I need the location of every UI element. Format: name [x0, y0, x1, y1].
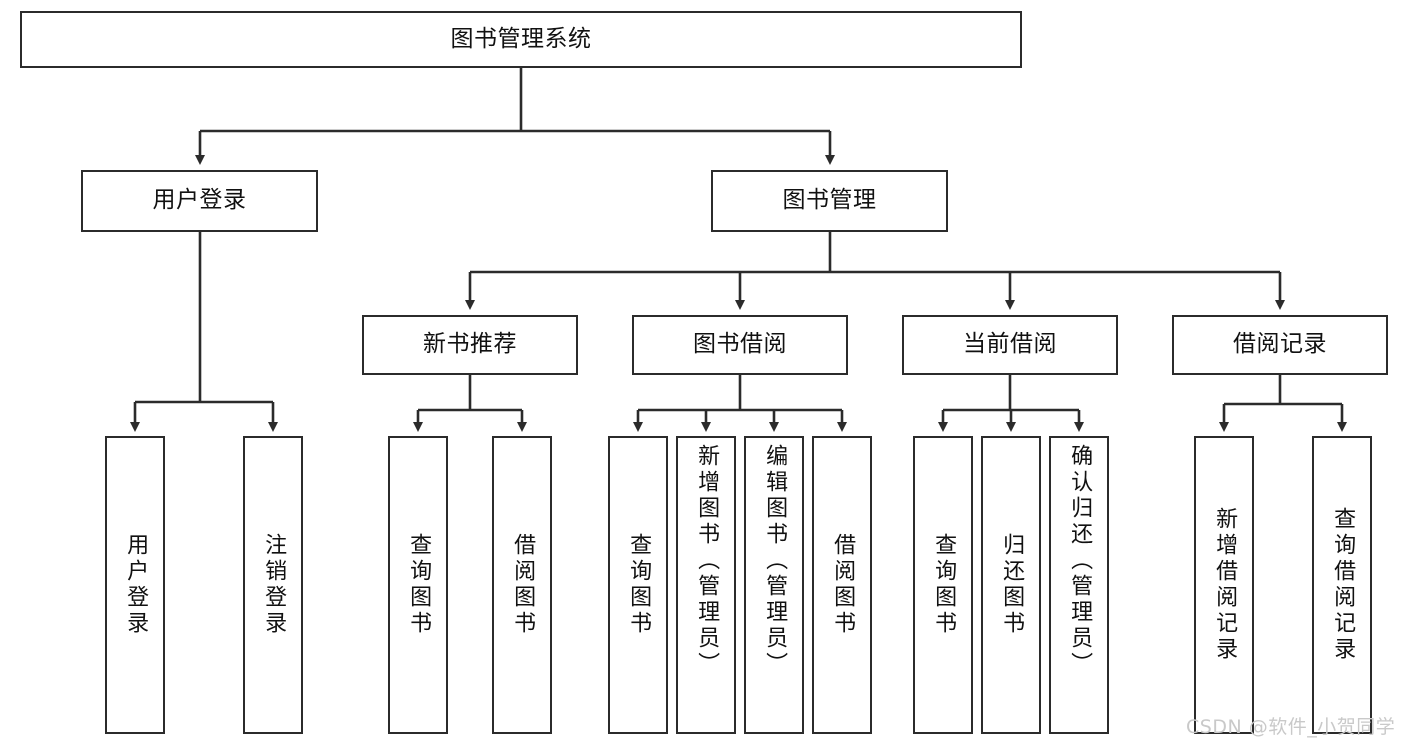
node-label: 编辑图书（管理员）	[762, 444, 788, 678]
node-leaf-logout-login[interactable]: 注销登录	[243, 436, 303, 734]
node-leaf-user-login[interactable]: 用户登录	[105, 436, 165, 734]
node-label: 归还图书	[999, 533, 1025, 637]
node-leaf-add-book[interactable]: 新增图书（管理员）	[676, 436, 736, 734]
node-leaf-return-book[interactable]: 归还图书	[981, 436, 1041, 734]
node-leaf-query-book-1[interactable]: 查询图书	[388, 436, 448, 734]
node-leaf-add-record[interactable]: 新增借阅记录	[1194, 436, 1254, 734]
node-current-borrow[interactable]: 当前借阅	[902, 315, 1118, 375]
watermark: CSDN @软件_小贺同学	[1186, 716, 1396, 738]
node-leaf-query-book-2[interactable]: 查询图书	[608, 436, 668, 734]
node-new-book-recommend[interactable]: 新书推荐	[362, 315, 578, 375]
node-label: 查询借阅记录	[1330, 507, 1356, 663]
node-label: 新增图书（管理员）	[694, 444, 720, 678]
node-label: 当前借阅	[963, 331, 1057, 358]
node-borrow-record[interactable]: 借阅记录	[1172, 315, 1388, 375]
node-label: 图书管理	[782, 187, 877, 214]
node-user-login[interactable]: 用户登录	[81, 170, 318, 232]
node-label: 查询图书	[931, 533, 957, 637]
node-label: 图书借阅	[693, 331, 787, 358]
node-leaf-edit-book[interactable]: 编辑图书（管理员）	[744, 436, 804, 734]
node-label: 借阅图书	[510, 533, 536, 637]
node-label: 查询图书	[626, 533, 652, 637]
node-book-borrow[interactable]: 图书借阅	[632, 315, 848, 375]
node-label: 注销登录	[261, 533, 287, 637]
node-label: 图书管理系统	[450, 25, 592, 52]
node-book-management[interactable]: 图书管理	[711, 170, 948, 232]
node-book-management-system[interactable]: 图书管理系统	[20, 11, 1022, 68]
node-label: 借阅图书	[830, 533, 856, 637]
node-label: 新书推荐	[423, 331, 517, 358]
node-leaf-query-book-3[interactable]: 查询图书	[913, 436, 973, 734]
node-label: 新增借阅记录	[1212, 507, 1238, 663]
node-label: 查询图书	[406, 533, 432, 637]
node-label: 用户登录	[152, 187, 247, 214]
node-leaf-borrow-book-1[interactable]: 借阅图书	[492, 436, 552, 734]
node-label: 确认归还（管理员）	[1067, 444, 1093, 678]
node-label: 借阅记录	[1233, 331, 1327, 358]
node-leaf-borrow-book-2[interactable]: 借阅图书	[812, 436, 872, 734]
node-leaf-confirm-return[interactable]: 确认归还（管理员）	[1049, 436, 1109, 734]
node-label: 用户登录	[123, 533, 149, 637]
node-leaf-query-record[interactable]: 查询借阅记录	[1312, 436, 1372, 734]
